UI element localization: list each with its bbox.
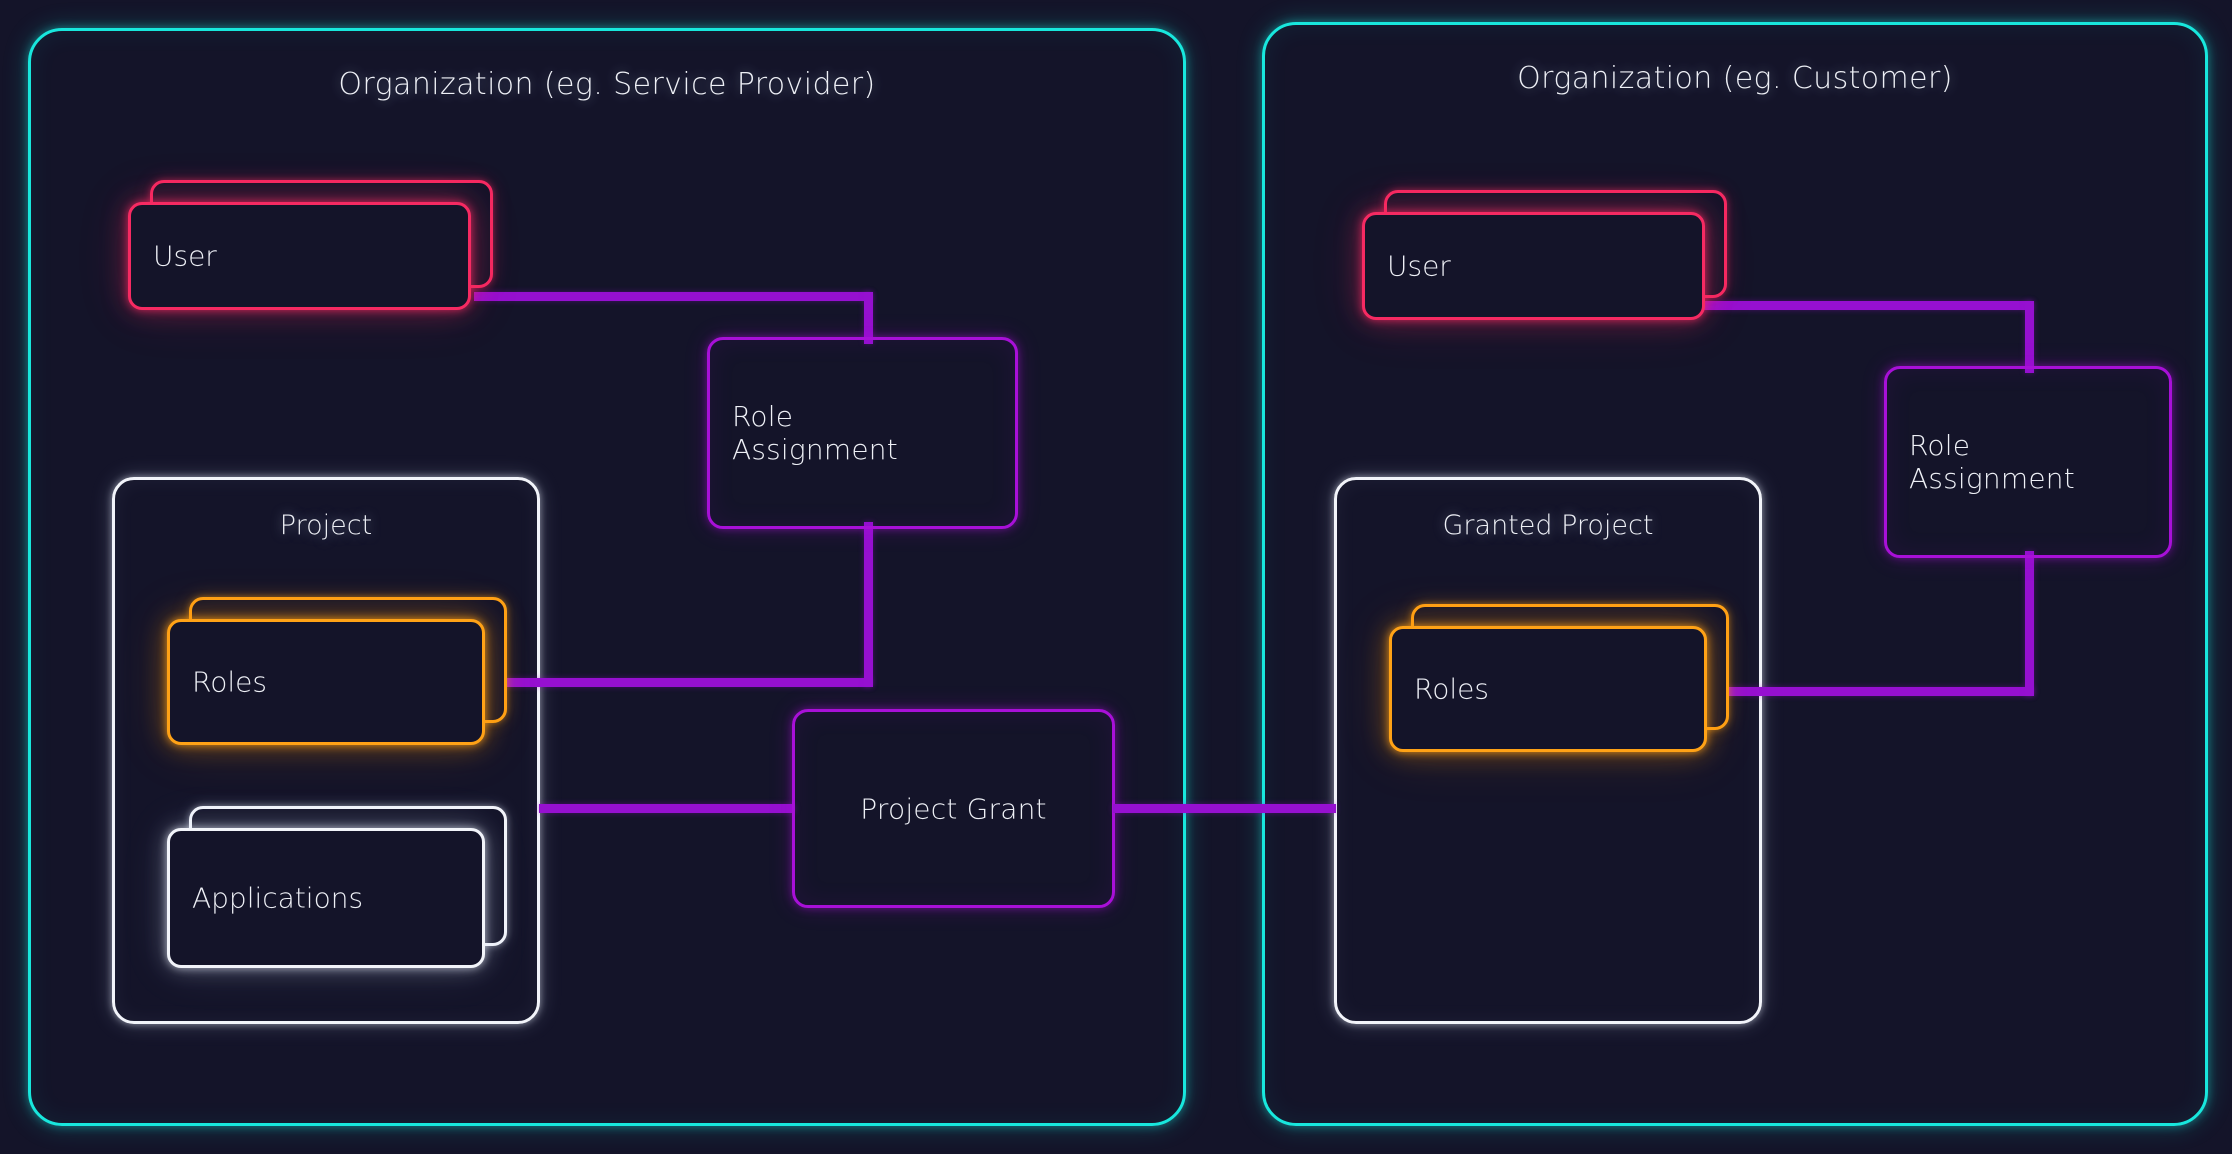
project-container-service-provider: Project [112, 477, 540, 1024]
wire-user-to-role-assignment-h [474, 292, 872, 301]
roles-card-label: Roles [192, 665, 267, 699]
granted-project-title-customer: Granted Project [1442, 510, 1654, 541]
applications-card-label: Applications [192, 881, 364, 915]
wire-roles-to-role-assignment-h-customer [1698, 687, 2034, 696]
wire-project-to-project-grant [539, 804, 795, 813]
wire-user-to-role-assignment-v [864, 292, 873, 344]
role-assignment-label: Role Assignment [1909, 428, 2075, 495]
wire-roles-to-role-assignment-v-customer [2025, 551, 2034, 696]
wire-roles-to-role-assignment-h [476, 678, 872, 687]
applications-card-stack-service-provider[interactable]: Applications [167, 806, 507, 968]
project-grant-box[interactable]: Project Grant [792, 709, 1115, 908]
organization-customer: Organization (eg. Customer) [1262, 22, 2208, 1126]
role-assignment-box-customer[interactable]: Role Assignment [1884, 366, 2172, 558]
wire-project-grant-to-granted-project [1113, 804, 1336, 813]
organization-title-customer: Organization (eg. Customer) [1517, 61, 1953, 96]
roles-card-stack-customer[interactable]: Roles [1389, 604, 1729, 752]
roles-card-label: Roles [1414, 672, 1489, 706]
role-assignment-box-service-provider[interactable]: Role Assignment [707, 337, 1018, 529]
wire-user-to-role-assignment-h-customer [1700, 301, 2033, 310]
project-grant-label: Project Grant [860, 791, 1047, 825]
project-title-service-provider: Project [279, 510, 373, 541]
user-card-label: User [1387, 249, 1451, 283]
organization-title-service-provider: Organization (eg. Service Provider) [338, 67, 876, 102]
user-card-stack-customer[interactable]: User [1362, 190, 1727, 320]
roles-card-front[interactable]: Roles [1389, 626, 1707, 752]
role-assignment-label: Role Assignment [732, 399, 898, 466]
user-card-stack-service-provider[interactable]: User [128, 180, 493, 310]
wire-roles-to-role-assignment-v [864, 522, 873, 687]
user-card-label: User [153, 239, 217, 273]
roles-card-stack-service-provider[interactable]: Roles [167, 597, 507, 745]
roles-card-front[interactable]: Roles [167, 619, 485, 745]
applications-card-front[interactable]: Applications [167, 828, 485, 968]
user-card-front[interactable]: User [128, 202, 471, 310]
granted-project-container-customer: Granted Project [1334, 477, 1762, 1024]
user-card-front[interactable]: User [1362, 212, 1705, 320]
organization-service-provider: Organization (eg. Service Provider) [28, 28, 1186, 1126]
wire-user-to-role-assignment-v-customer [2025, 301, 2034, 373]
